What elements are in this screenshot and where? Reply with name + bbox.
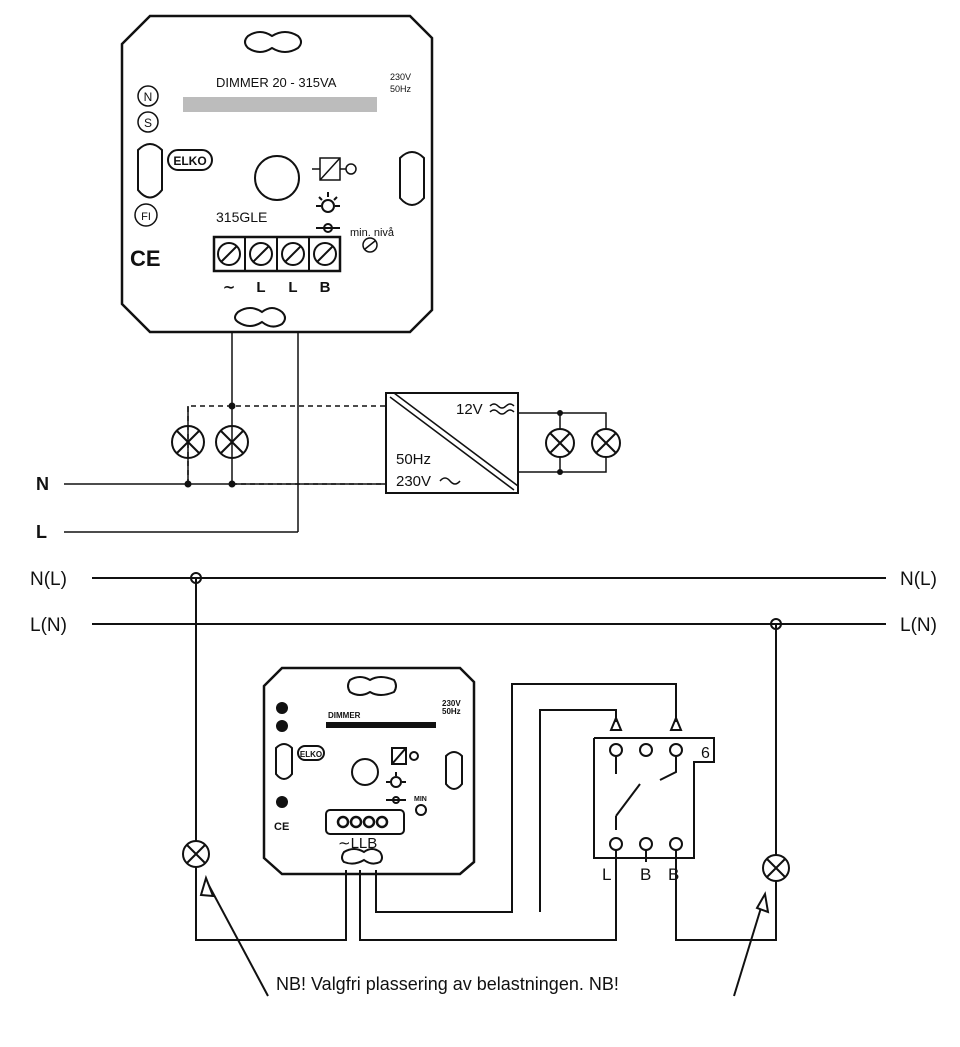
min-level-screw-icon [415, 804, 427, 816]
n-marker-icon [276, 702, 288, 714]
lamp-icon [591, 428, 621, 458]
n-marker-icon [137, 85, 159, 107]
switch-terminal-l: L [602, 865, 611, 884]
output-voltage: 12V [456, 401, 483, 418]
terminal-label-ac: ∼ [223, 279, 236, 296]
terminal-block [212, 235, 342, 273]
transformer: 12V 50Hz 230V [385, 392, 621, 494]
brightness-icon [316, 192, 340, 233]
switch-terminal-b1: B [640, 865, 651, 884]
label-strip [326, 722, 436, 728]
bus-lines: N(L) L(N) N(L) L(N) [30, 569, 937, 636]
ce-mark: CE [274, 821, 289, 833]
brand-logo: ELKO [173, 154, 206, 168]
l-line-label: L [36, 522, 47, 542]
switch: 6 L B B [593, 737, 715, 884]
elko-logo-icon [297, 745, 325, 761]
bus-n-left-label: N(L) [30, 569, 67, 590]
lamp-icon [762, 854, 790, 882]
terminal-label-l2: L [288, 279, 297, 296]
relay-symbol-icon [312, 157, 357, 181]
rotary-knob [351, 758, 379, 786]
dimmer-frequency: 50Hz [442, 707, 461, 716]
brightness-icon [386, 772, 406, 804]
dimmer-voltage: 230V [390, 72, 411, 82]
lamp-icon [171, 425, 205, 459]
min-level-screw-icon [362, 237, 378, 253]
dimmer-title: DIMMER 20 - 315VA [216, 75, 337, 90]
ac-wave-icon [489, 403, 515, 415]
bus-l-right-label: L(N) [900, 615, 937, 636]
top-wiring: N L [36, 332, 386, 542]
label-strip [183, 97, 377, 112]
rotary-knob [254, 155, 300, 201]
bus-l-left-label: L(N) [30, 615, 67, 636]
terminal-label-l1: L [256, 279, 265, 296]
lamp-icon [545, 428, 575, 458]
note: NB! Valgfri plassering av belastningen. … [199, 874, 770, 997]
input-voltage: 230V [396, 473, 431, 490]
switch-terminal-b2: B [668, 865, 679, 884]
side-label-s: S [144, 116, 152, 130]
terminal-block [325, 809, 405, 835]
terminal-label-b: B [320, 279, 331, 296]
bus-n-right-label: N(L) [900, 569, 937, 590]
min-label: MIN [414, 796, 427, 803]
side-label-n: N [144, 90, 153, 104]
min-level-label: min. nivå [350, 227, 395, 239]
n-line-label: N [36, 474, 49, 494]
bottom-wiring [182, 578, 790, 941]
dimmer-title: DIMMER [328, 711, 361, 720]
ac-wave-icon [439, 477, 461, 485]
top-dimmer: N S FI CE DIMMER 20 - 315VA 230V 50Hz EL… [120, 14, 434, 334]
fi-marker-icon [276, 796, 288, 808]
elko-logo-icon [167, 149, 213, 171]
terminal-labels: ∼LLB [338, 835, 377, 852]
input-frequency: 50Hz [396, 451, 431, 468]
dimmer-frequency: 50Hz [390, 84, 412, 94]
s-marker-icon [137, 111, 159, 133]
s-marker-icon [276, 720, 288, 732]
side-label-fi: FI [141, 211, 151, 223]
fi-marker-icon [134, 203, 158, 227]
brand-logo: ELKO [300, 750, 322, 759]
relay-symbol-icon [391, 747, 419, 765]
lamp-icon [215, 425, 249, 459]
model-number: 315GLE [216, 209, 267, 225]
dimmer-voltage: 230V [442, 699, 461, 708]
bottom-dimmer: CE DIMMER 230V 50Hz ELKO MIN [262, 666, 476, 876]
switch-number: 6 [701, 745, 710, 762]
lamp-icon [182, 840, 210, 868]
placement-note: NB! Valgfri plassering av belastningen. … [276, 974, 619, 994]
ce-mark: CE [130, 246, 161, 271]
